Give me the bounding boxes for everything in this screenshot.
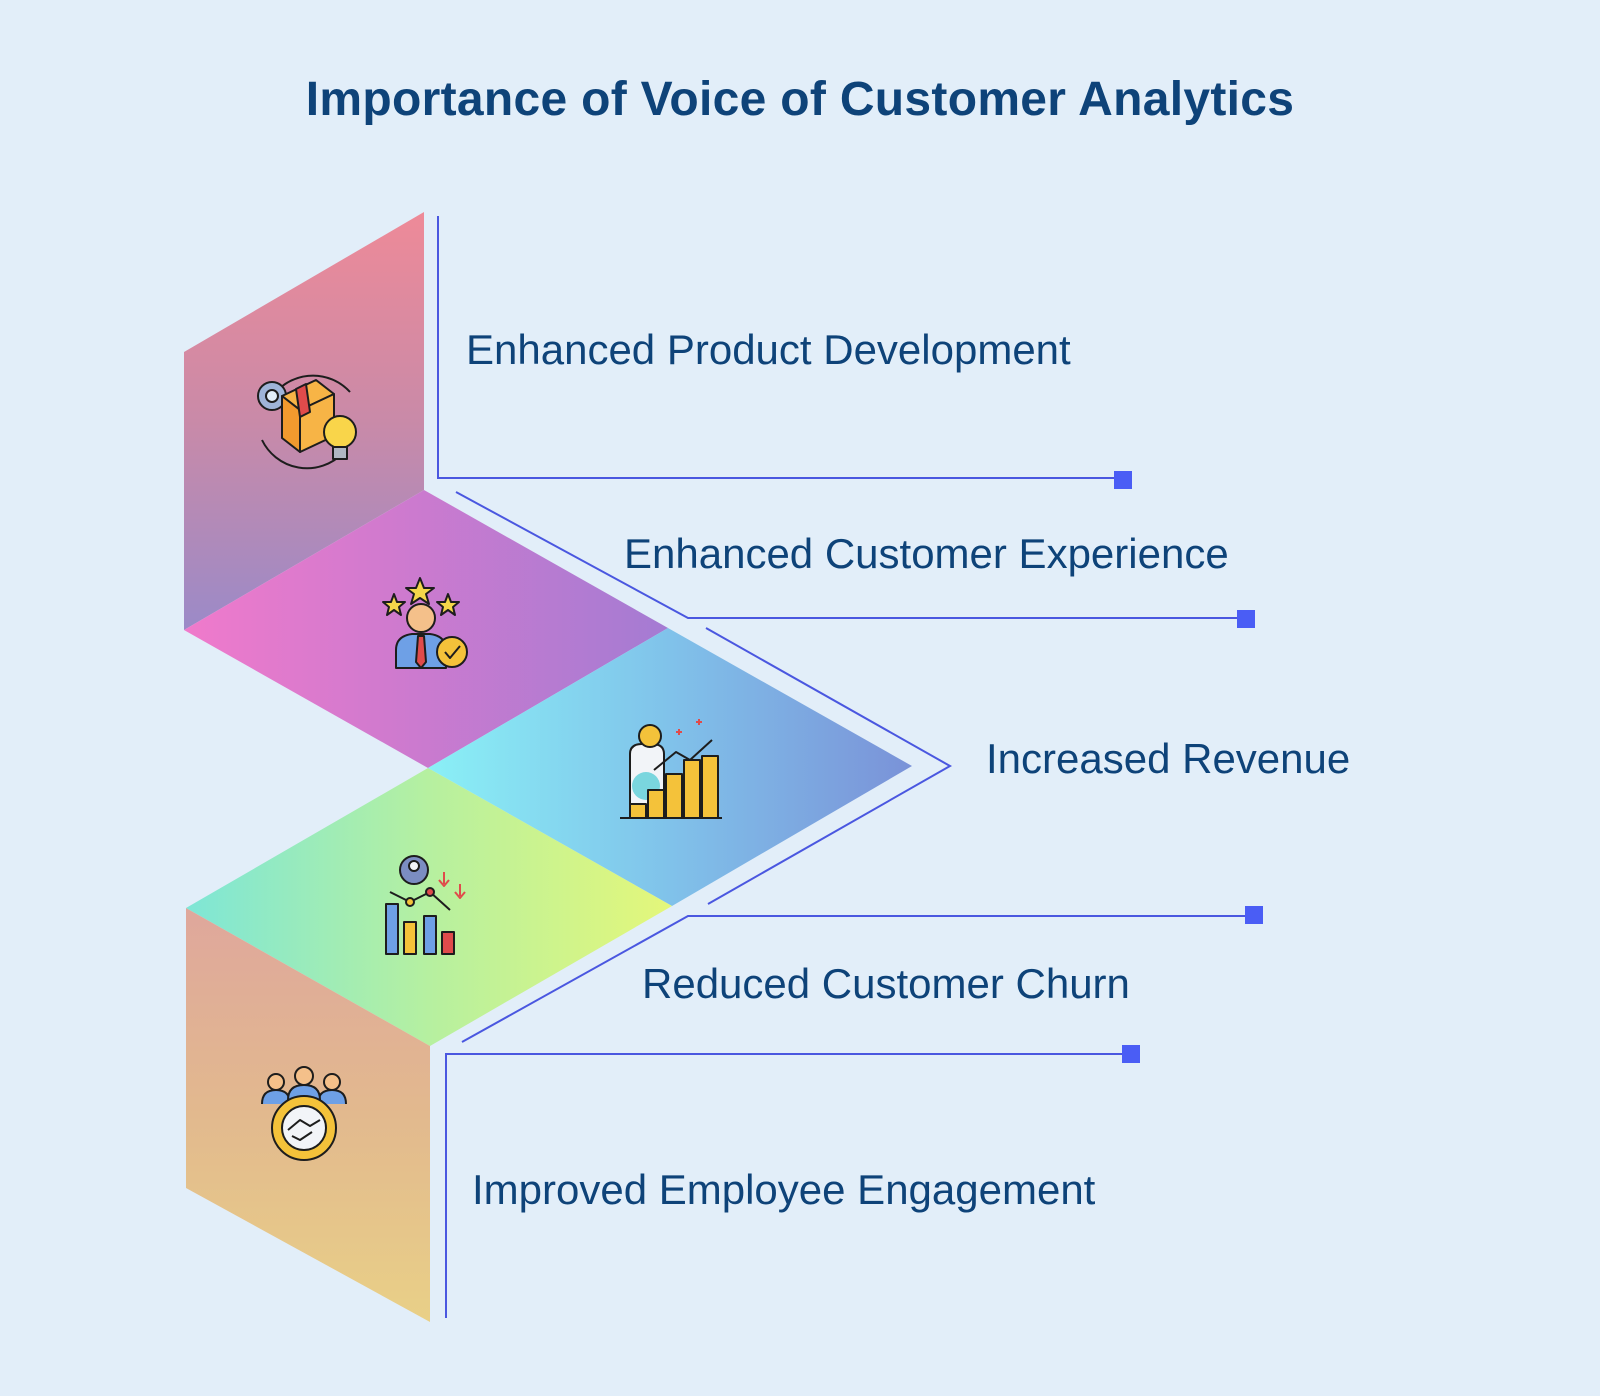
customer-experience-icon	[382, 577, 468, 669]
revenue-growth-icon	[620, 719, 722, 819]
customer-churn-icon	[385, 855, 466, 955]
page-title: Importance of Voice of Customer Analytic…	[305, 73, 1295, 126]
connector-product-development	[437, 216, 1122, 479]
connector-lines	[437, 216, 1254, 1318]
connector-customer-experience	[455, 491, 1245, 619]
connector-customer-churn	[461, 915, 1254, 1043]
marker-square	[1114, 471, 1132, 489]
label-increased-revenue: Increased Revenue	[986, 735, 1351, 782]
label-product-development: Enhanced Product Development	[466, 326, 1071, 373]
panel-increased-revenue	[428, 628, 912, 906]
product-development-icon	[257, 374, 357, 470]
employee-engagement-icon	[261, 1066, 347, 1161]
label-customer-experience: Enhanced Customer Experience	[624, 530, 1229, 577]
marker-square	[1245, 906, 1263, 924]
marker-square	[1237, 610, 1255, 628]
label-customer-churn: Reduced Customer Churn	[642, 960, 1130, 1007]
panel-customer-churn	[186, 768, 672, 1046]
label-employee-engagement: Improved Employee Engagement	[472, 1166, 1096, 1213]
connector-revenue	[705, 627, 953, 905]
connector-employee-engagement	[445, 1053, 1130, 1318]
marker-square	[1122, 1045, 1140, 1063]
